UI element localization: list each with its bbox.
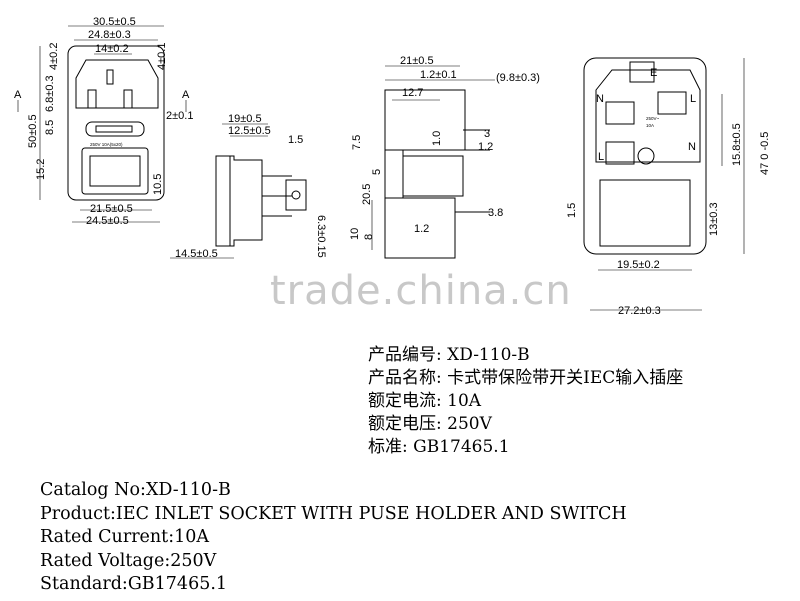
dim-side2-thickness: 1.0 bbox=[431, 131, 443, 146]
dim-fuse-height: 8.5 bbox=[44, 120, 56, 135]
section-mark-left: A bbox=[14, 89, 22, 101]
spec-cn-product: 产品名称: 卡式带保险带开关IEC输入插座 bbox=[368, 368, 684, 388]
dim-side2-flange: 1.2±0.1 bbox=[420, 69, 457, 81]
side1-tab bbox=[285, 179, 307, 211]
dim-rear-height: 47 0 -0.5 bbox=[759, 132, 771, 175]
rear-inner-voltage: 250V~ bbox=[646, 116, 660, 121]
dim-rear-width: 27.2±0.3 bbox=[618, 305, 661, 317]
dim-side2-mid-small: 5 bbox=[371, 169, 383, 175]
dim-width-inner: 24.8±0.3 bbox=[88, 29, 131, 41]
front-label-text: 250V 10A(5x20) bbox=[90, 142, 123, 147]
spec-en-standard: Standard:GB17465.1 bbox=[40, 574, 228, 594]
dim-rear-switch: 13±0.3 bbox=[708, 202, 720, 236]
dim-side2-mid: 20.5 bbox=[361, 184, 373, 205]
rear-outline bbox=[583, 57, 707, 255]
dim-side2-pin: 3.8 bbox=[488, 207, 503, 219]
dim-side1-tab: 6.3±0.15 bbox=[315, 215, 327, 258]
rear-inner-current: 10A bbox=[646, 123, 654, 128]
side-view-1: 19±0.5 12.5±0.5 1.5 14.5±0.5 6.3±0.15 bbox=[170, 113, 327, 260]
dim-side2-ref: (9.8±0.3) bbox=[496, 72, 540, 84]
switch-outline bbox=[81, 147, 149, 195]
dim-rear-switch-width: 19.5±0.2 bbox=[617, 259, 660, 271]
rear-center-post bbox=[637, 147, 655, 165]
rear-pin-n: N bbox=[596, 93, 604, 105]
dim-side2-upper: 7.5 bbox=[351, 135, 363, 150]
rear-pin-earth: E bbox=[650, 67, 657, 79]
dim-side1-depth: 14.5±0.5 bbox=[175, 248, 218, 260]
dim-switch-width: 21.5±0.5 bbox=[90, 203, 133, 215]
side-view-2: 21±0.5 1.2±0.1 (9.8±0.3) 12.7 7.5 1.0 3 … bbox=[349, 55, 540, 259]
dim-top-right: 4±0.1 bbox=[156, 43, 168, 70]
dim-side1-width: 19±0.5 bbox=[228, 113, 262, 125]
spec-en-voltage: Rated Voltage:250V bbox=[40, 550, 217, 571]
rear-earth-terminal bbox=[629, 61, 655, 83]
rear-pin-l2: L bbox=[598, 151, 604, 163]
side1-hole bbox=[291, 190, 301, 200]
switch-rocker bbox=[89, 155, 141, 187]
dim-rear-upper: 15.8±0.5 bbox=[731, 123, 743, 166]
earth-pin-slot bbox=[106, 69, 114, 85]
spec-cn-current: 额定电流: 10A bbox=[368, 391, 482, 411]
rear-pin-n2: N bbox=[688, 141, 696, 153]
dim-side2-width: 21±0.5 bbox=[400, 55, 434, 67]
rear-terminal-left-lower bbox=[605, 141, 635, 165]
side2-upper-body bbox=[384, 89, 466, 151]
dim-rocker-height: 10.5 bbox=[152, 174, 164, 195]
dim-height-overall: 50±0.5 bbox=[27, 114, 39, 148]
rear-cavity bbox=[595, 69, 701, 163]
spec-block-en: Catalog No:XD-110-B Product:IEC INLET SO… bbox=[40, 479, 627, 597]
fuse-holder bbox=[85, 121, 145, 137]
dim-top-left: 4±0.2 bbox=[48, 43, 60, 70]
spec-cn-voltage: 额定电压: 250V bbox=[368, 414, 492, 434]
dim-side2-depth: 12.7 bbox=[402, 87, 423, 99]
dim-side2-tab: 3 bbox=[484, 128, 490, 140]
side2-flange bbox=[384, 149, 404, 199]
spec-en-catalog: Catalog No:XD-110-B bbox=[40, 480, 231, 500]
pin-slot-right bbox=[123, 89, 133, 109]
fuse-element bbox=[95, 125, 133, 133]
dim-rear-edge: 1.5 bbox=[566, 203, 578, 218]
spec-en-current: Rated Current:10A bbox=[40, 527, 210, 547]
pin-slot-left bbox=[87, 89, 97, 109]
rear-switch-body bbox=[599, 179, 691, 247]
side1-body bbox=[215, 155, 263, 247]
rear-terminal-left bbox=[605, 101, 635, 125]
dim-switch-height: 15.2 bbox=[35, 159, 47, 180]
front-view: 250V 10A(5x20) 30.5±0.5 24.8±0.3 14±0.2 … bbox=[14, 16, 193, 227]
dim-pin-height: 6.8±0.3 bbox=[44, 75, 56, 112]
dim-bottom-width: 24.5±0.5 bbox=[86, 215, 129, 227]
dim-pin-offset: 2±0.1 bbox=[166, 110, 193, 122]
spec-en-product: Product:IEC INLET SOCKET WITH PUSE HOLDE… bbox=[40, 503, 627, 524]
side2-lower-body bbox=[384, 197, 456, 259]
spec-block-cn: 产品编号: XD-110-B 产品名称: 卡式带保险带开关IEC输入插座 额定电… bbox=[368, 344, 683, 459]
dim-side2-lower-thk: 1.2 bbox=[414, 223, 429, 235]
rear-view: 250V~ 10A E N L L N 15.8±0.5 47 0 -0.5 1… bbox=[566, 57, 771, 317]
dim-side2-lower-small: 8 bbox=[363, 234, 375, 240]
rear-terminal-right bbox=[657, 91, 687, 115]
watermark: trade.china.cn bbox=[270, 268, 572, 314]
rear-pin-l: L bbox=[690, 93, 696, 105]
dim-side2-lower: 10 bbox=[349, 228, 361, 240]
spec-cn-standard: 标准: GB17465.1 bbox=[368, 437, 510, 457]
section-mark-right: A bbox=[182, 89, 190, 101]
dim-side1-flange: 1.5 bbox=[288, 134, 303, 146]
front-outline bbox=[67, 45, 165, 201]
side2-mid-body bbox=[402, 155, 464, 197]
dim-side2-tab-thk: 1.2 bbox=[478, 141, 493, 153]
spec-cn-catalog: 产品编号: XD-110-B bbox=[368, 345, 530, 365]
dim-width-overall: 30.5±0.5 bbox=[93, 16, 136, 28]
dim-pin-spacing: 14±0.2 bbox=[95, 43, 129, 55]
dim-side1-inner: 12.5±0.5 bbox=[228, 125, 271, 137]
socket-cavity bbox=[75, 59, 159, 109]
